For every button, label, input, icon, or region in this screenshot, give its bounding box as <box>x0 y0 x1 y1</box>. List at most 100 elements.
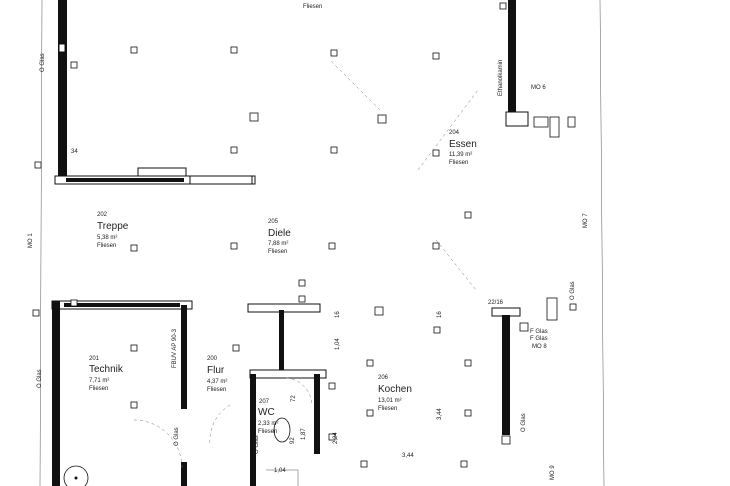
wall-technik-top-core <box>64 303 180 307</box>
label-dim-104b: 1,04 <box>274 468 286 474</box>
column-symbol <box>249 112 259 122</box>
label-dim-16a: 16 <box>335 311 341 318</box>
label-dim-187: 1,87 <box>301 428 307 440</box>
window-symbol <box>549 116 560 138</box>
room-area: 2,33 m² <box>258 421 278 427</box>
wall-diele-mid <box>279 310 284 372</box>
label-glas-right: O Glas <box>570 281 576 300</box>
diagonal-line <box>435 239 477 291</box>
room-name: Diele <box>268 228 291 239</box>
room-area: 7,71 m² <box>89 378 109 384</box>
diagonal-line <box>329 59 381 111</box>
label-dim-92: 92 <box>290 437 296 444</box>
wall-technik-right <box>181 305 187 409</box>
wall-technik-left <box>52 301 60 486</box>
wall-wc-left <box>250 374 256 486</box>
window-symbol <box>567 116 576 128</box>
room-number: 200 <box>207 356 218 362</box>
label-glas-mo8a: F Glas <box>530 329 548 335</box>
room-number: 202 <box>97 212 108 218</box>
diagonal-line <box>417 89 479 171</box>
room-number: 206 <box>378 375 389 381</box>
wall-stair-hatch <box>137 167 187 177</box>
door-swing <box>285 377 313 406</box>
wall-opening <box>58 43 66 53</box>
label-ethanolkamin: Ethanolkamin <box>498 60 504 96</box>
wall-left-upper <box>58 0 67 178</box>
label-dim-344: 3,44 <box>437 408 443 420</box>
outer-wall-line-right <box>599 0 605 486</box>
room-label-technik: 201 Technik 7,71 m² Fliesen <box>89 356 124 392</box>
room-area: 7,88 m² <box>268 241 288 247</box>
label-mo7: MO 7 <box>583 213 589 228</box>
label-glas-kitchen: O Glas <box>521 413 527 432</box>
label-glas-wc: O Glas <box>254 435 260 454</box>
room-floor: Fliesen <box>97 243 116 249</box>
room-area: 13,01 m² <box>378 398 402 404</box>
wall-stair-hatch2 <box>189 175 253 185</box>
wall-stair-core <box>66 178 184 182</box>
room-label-wc: 207 WC 2,33 m² Fliesen <box>258 399 278 435</box>
label-mo8: MO 8 <box>532 344 547 350</box>
room-label-flur: 200 Flur 4,37 m² Fliesen <box>207 356 227 393</box>
room-floor: Fliesen <box>378 406 397 412</box>
room-name: Flur <box>207 365 225 376</box>
room-label-kochen: 206 Kochen 13,01 m² Fliesen <box>378 375 412 412</box>
label-dim-2216: 22/16 <box>488 300 504 306</box>
label-dim-34: 34 <box>71 149 78 155</box>
label-glas-left: O Glas <box>40 53 46 72</box>
room-name: Essen <box>449 139 477 150</box>
label-mo1: MO 1 <box>28 233 34 248</box>
label-dim-224: 2,24 <box>333 432 339 444</box>
column-symbol <box>377 114 387 124</box>
room-name: Technik <box>89 364 124 375</box>
window-symbol <box>546 297 558 321</box>
room-floor: Fliesen <box>268 249 287 255</box>
room-number: 205 <box>268 219 279 225</box>
socket-markers <box>32 2 577 468</box>
room-label-essen: 204 Essen 11,39 m² Fliesen <box>449 130 477 166</box>
label-mo9: MO 9 <box>550 465 556 480</box>
room-number: 204 <box>449 130 460 136</box>
room-label-treppe: 202 Treppe 5,38 m² Fliesen <box>97 212 129 249</box>
room-name: Kochen <box>378 384 412 395</box>
room-area: 5,38 m² <box>97 235 117 241</box>
room-floor: Fliesen <box>449 160 468 166</box>
floor-label-top: Fliesen <box>303 4 322 10</box>
label-dim-16b: 16 <box>437 311 443 318</box>
drain-symbol <box>63 465 89 486</box>
label-fbuv: FBUV AP 90-3 <box>172 328 178 368</box>
door-swing <box>209 404 231 446</box>
wall-ethanol-base <box>505 111 529 127</box>
window-symbol <box>533 116 549 128</box>
label-glas-left2: O Glas <box>37 369 43 388</box>
wall-wc-right <box>314 374 320 454</box>
door-swing <box>133 419 183 469</box>
wall-kitchen-top <box>491 307 521 317</box>
label-dim-72: 72 <box>291 395 297 402</box>
toilet-symbol <box>273 417 291 443</box>
room-area: 11,39 m² <box>449 152 472 158</box>
drain-center <box>74 476 78 480</box>
outer-wall-line <box>39 0 43 486</box>
room-floor: Fliesen <box>207 387 226 393</box>
column-symbol <box>501 435 511 445</box>
label-dim-104: 1,04 <box>335 338 341 350</box>
room-area: 4,37 m² <box>207 379 227 385</box>
label-glas-mo8b: F Glas <box>530 336 548 342</box>
window-symbol <box>519 322 529 332</box>
room-number: 207 <box>259 399 270 405</box>
room-name: WC <box>258 407 275 418</box>
room-label-diele: 205 Diele 7,88 m² Fliesen <box>268 219 291 255</box>
room-number: 201 <box>89 356 100 362</box>
column-symbol <box>374 306 384 316</box>
label-glas-flur: O Glas <box>174 427 180 446</box>
label-dim-344b: 3,44 <box>402 453 414 459</box>
wall-kitchen-right <box>502 315 510 435</box>
room-floor: Fliesen <box>258 429 277 435</box>
room-floor: Fliesen <box>89 386 108 392</box>
wall-technik-right-low <box>181 462 187 486</box>
wc-fixture <box>266 469 299 486</box>
label-mo6: MO 6 <box>531 85 546 91</box>
